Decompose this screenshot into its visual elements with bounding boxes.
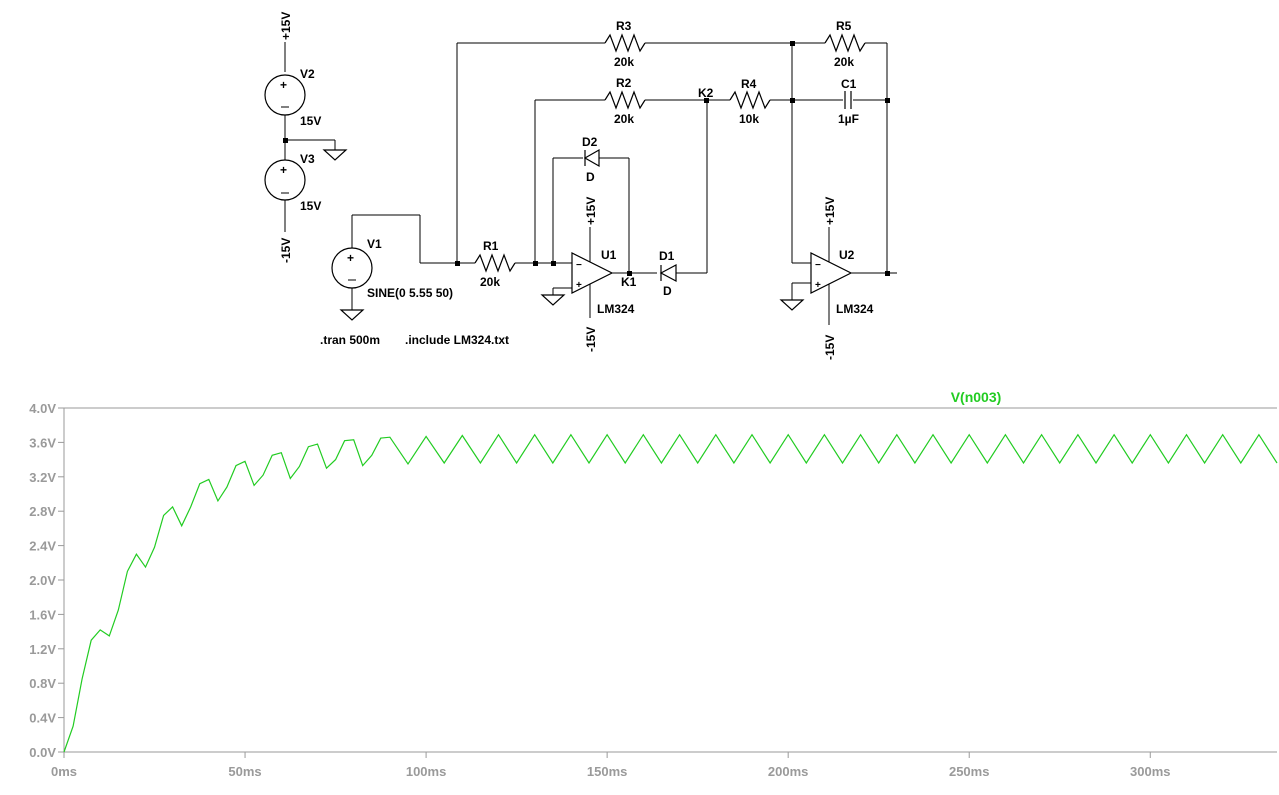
d2-name: D2 (582, 135, 598, 149)
u1-name: U1 (601, 248, 617, 262)
u2-value: LM324 (836, 302, 874, 316)
d1-name: D1 (659, 249, 675, 263)
v3-value: 15V (300, 199, 321, 213)
r5-name: R5 (836, 19, 852, 33)
c1-name: C1 (841, 77, 857, 91)
schematic-canvas[interactable]: + + +15V V2 15V V3 15V -15V + V1 SINE(0 … (0, 0, 1279, 365)
u2-name: U2 (839, 248, 855, 262)
resistor-r4[interactable] (729, 90, 771, 110)
net-label-neg-v3: -15V (279, 238, 293, 263)
net-label-k1: K1 (621, 275, 637, 289)
supply-stack: + + (264, 42, 348, 232)
r2-value: 20k (614, 112, 634, 126)
d2-value: D (586, 170, 595, 184)
svg-text:+: + (280, 163, 287, 177)
trace-v-n003[interactable] (63, 433, 1278, 753)
y-tick-label: 3.6V (29, 435, 56, 450)
y-tick-label: 0.0V (29, 745, 56, 760)
x-tick-label: 300ms (1130, 764, 1170, 779)
tran-directive[interactable]: .tran 500m (320, 333, 380, 347)
v3-name: V3 (300, 152, 315, 166)
resistor-r5[interactable] (824, 33, 866, 53)
r4-name: R4 (741, 77, 757, 91)
svg-text:+: + (347, 251, 354, 265)
opamp-u2[interactable] (810, 252, 853, 294)
x-tick-label: 100ms (406, 764, 446, 779)
r2-name: R2 (616, 76, 632, 90)
waveform-plot[interactable]: 0.0V 0.4V 0.8V 1.2V 1.6V 2.0V 2.4V 2.8V 3.2V 3.6V… (0, 365, 1279, 795)
x-tick-label: 150ms (587, 764, 627, 779)
include-directive[interactable]: .include LM324.txt (405, 333, 509, 347)
svg-text:+: + (280, 78, 287, 92)
r4-value: 10k (739, 112, 759, 126)
x-tick-label: 50ms (228, 764, 261, 779)
y-tick-label: 3.2V (29, 470, 56, 485)
net-label-pos-u2: +15V (823, 197, 837, 225)
y-tick-label: 0.4V (29, 711, 56, 726)
y-tick-label: 2.0V (29, 573, 56, 588)
ground-symbol (339, 309, 365, 321)
svg-text:+: + (815, 280, 821, 291)
net-label-k2: K2 (698, 86, 714, 100)
net-label-pos-v2: +15V (279, 12, 293, 40)
resistor-r3[interactable] (604, 33, 646, 53)
net-label-neg-u1: -15V (584, 327, 598, 352)
svg-text:−: − (815, 260, 821, 271)
x-tick-label: 250ms (949, 764, 989, 779)
diode-d1[interactable] (659, 264, 677, 282)
capacitor-c1[interactable] (844, 91, 852, 109)
x-tick-label: 0ms (51, 764, 77, 779)
u1-value: LM324 (597, 302, 635, 316)
v2-value: 15V (300, 114, 321, 128)
ground-symbol (779, 299, 805, 311)
c1-value: 1µF (838, 112, 859, 126)
net-label-pos-u1: +15V (584, 197, 598, 225)
diode-d2[interactable] (583, 148, 600, 168)
d1-value: D (663, 284, 672, 298)
r3-name: R3 (616, 19, 632, 33)
x-tick-label: 200ms (768, 764, 808, 779)
r5-value: 20k (834, 55, 854, 69)
r1-name: R1 (483, 239, 499, 253)
y-tick-label: 0.8V (29, 676, 56, 691)
y-tick-label: 2.8V (29, 504, 56, 519)
input-source-group: + (331, 214, 475, 321)
opamp-u1[interactable] (571, 252, 614, 294)
svg-text:−: − (576, 260, 582, 271)
net-label-neg-u2: -15V (823, 335, 837, 360)
r1-value: 20k (480, 275, 500, 289)
ground-symbol (540, 294, 566, 306)
x-tick-labels: 0ms 50ms 100ms 150ms 200ms 250ms 300ms (51, 764, 1171, 779)
y-tick-label: 1.2V (29, 642, 56, 657)
v2-name: V2 (300, 67, 315, 81)
y-tick-label: 4.0V (29, 401, 56, 416)
r3-value: 20k (614, 55, 634, 69)
plot-frame (63, 407, 1277, 753)
v1-value: SINE(0 5.55 50) (367, 286, 453, 300)
trace-label[interactable]: V(n003) (951, 389, 1002, 405)
ground-symbol (322, 149, 348, 161)
svg-text:+: + (576, 280, 582, 291)
y-tick-labels: 0.0V 0.4V 0.8V 1.2V 1.6V 2.0V 2.4V 2.8V 3.2V 3.6V… (29, 401, 56, 760)
resistor-r2[interactable] (604, 90, 646, 110)
v1-name: V1 (367, 237, 382, 251)
y-tick-label: 1.6V (29, 607, 56, 622)
resistor-r1[interactable] (474, 253, 516, 273)
y-tick-label: 2.4V (29, 539, 56, 554)
